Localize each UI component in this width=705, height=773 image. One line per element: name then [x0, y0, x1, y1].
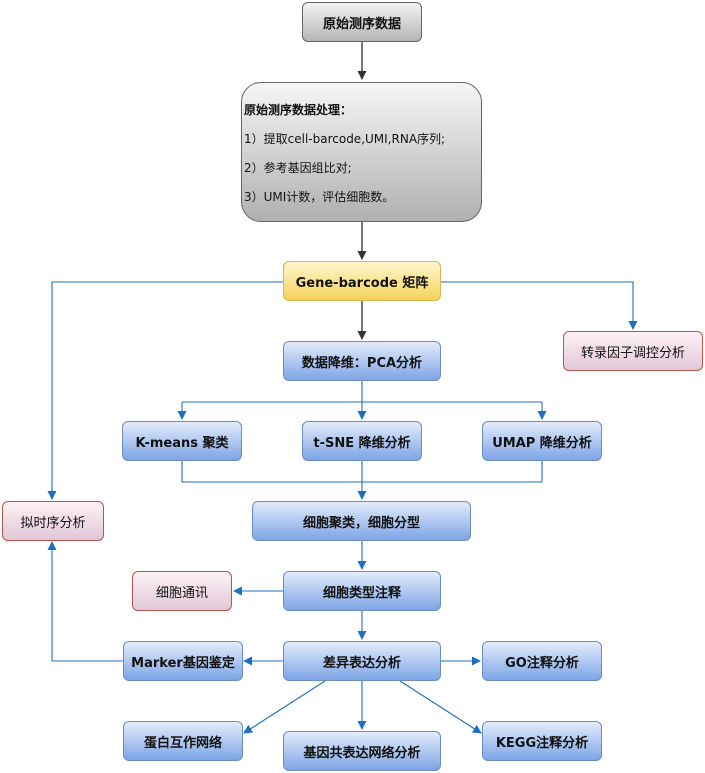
node-go-annotation: GO注释分析 — [482, 641, 602, 681]
node-kmeans: K-means 聚类 — [122, 421, 242, 461]
process-step-2: 2）参考基因组比对; — [244, 161, 352, 175]
process-step-1: 1）提取cell-barcode,UMI,RNA序列; — [244, 132, 446, 146]
node-raw-processing: 原始测序数据处理： 1）提取cell-barcode,UMI,RNA序列; 2）… — [241, 82, 482, 222]
node-pseudotime: 拟时序分析 — [2, 501, 104, 541]
node-tsne: t-SNE 降维分析 — [302, 421, 422, 461]
node-tf-regulation: 转录因子调控分析 — [563, 331, 703, 371]
node-umap: UMAP 降维分析 — [482, 421, 602, 461]
node-raw-data: 原始测序数据 — [302, 2, 422, 42]
process-title: 原始测序数据处理： — [244, 103, 353, 117]
node-gene-barcode-matrix: Gene-barcode 矩阵 — [283, 261, 441, 301]
edge-deg-to-kegg — [399, 680, 482, 734]
node-cell-clustering: 细胞聚类，细胞分型 — [252, 501, 471, 541]
node-protein-interaction: 蛋白互作网络 — [123, 721, 243, 761]
edge-pca-split — [182, 381, 542, 403]
edge-marker-to-pseudotime — [47, 541, 123, 662]
node-cell-type-annotation: 细胞类型注释 — [283, 571, 441, 611]
node-differential-expression: 差异表达分析 — [283, 641, 441, 681]
edge-merge-to-cluster — [181, 461, 543, 499]
edge-matrix-to-pseudotime — [47, 281, 283, 500]
node-pca: 数据降维：PCA分析 — [283, 341, 441, 381]
node-marker-gene: Marker基因鉴定 — [123, 641, 243, 681]
node-coexpression-network: 基因共表达网络分析 — [283, 731, 441, 771]
node-kegg-annotation: KEGG注释分析 — [482, 721, 602, 761]
edge-matrix-to-tf — [441, 281, 638, 330]
node-cell-communication: 细胞通讯 — [132, 571, 232, 611]
process-step-3: 3）UMI计数，评估细胞数。 — [244, 190, 395, 204]
edge-deg-to-ppi — [243, 680, 326, 734]
